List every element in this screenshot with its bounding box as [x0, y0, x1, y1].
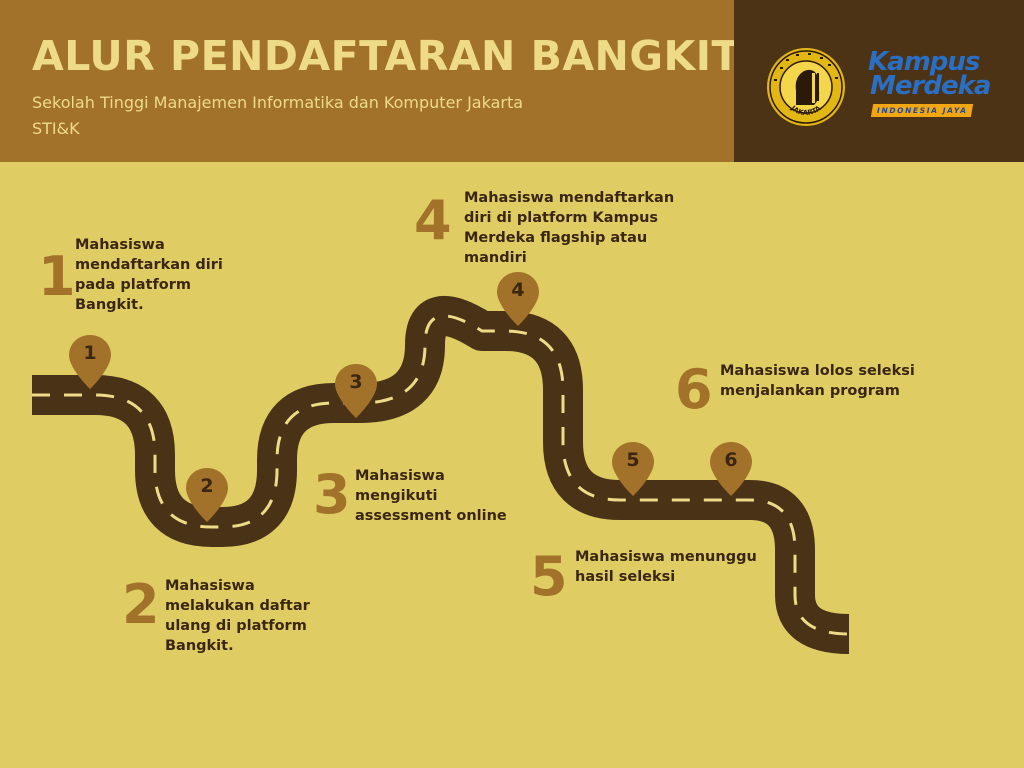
step-6-text: Mahasiswa lolos seleksi menjalankan prog…: [720, 363, 915, 399]
pin-number: 3: [349, 371, 363, 393]
header-banner: ALUR PENDAFTARAN BANGKIT Sekolah Tinggi …: [0, 0, 740, 162]
step-2-text: Mahasiswa melakukan daftar ulang di plat…: [165, 578, 310, 654]
map-pin-2: 2: [184, 466, 230, 522]
map-pin-icon: [497, 272, 539, 326]
map-pin-6: 6: [708, 440, 754, 496]
map-pin-icon: [69, 335, 111, 389]
map-pin-icon: [335, 364, 377, 418]
pin-number: 4: [511, 279, 525, 301]
map-pin-5: 5: [610, 440, 656, 496]
step-5-text: Mahasiswa menunggu hasil seleksi: [575, 549, 757, 585]
step-3-number: 3: [313, 463, 351, 526]
page-title: ALUR PENDAFTARAN BANGKIT: [32, 32, 741, 80]
pin-number: 2: [200, 475, 214, 497]
step-4-text: Mahasiswa mendaftarkan diri di platform …: [464, 190, 675, 266]
kampus-merdeka-logo: Kampus Merdeka INDONESIA JAYA: [868, 47, 1000, 117]
step-4-number: 4: [414, 189, 452, 252]
step-6-number: 6: [675, 358, 713, 421]
pin-number: 5: [626, 449, 640, 471]
map-pin-1: 1: [67, 333, 113, 389]
map-pin-icon: [186, 468, 228, 522]
km-logo-line2: Merdeka: [870, 71, 991, 101]
map-pin-4: 4: [495, 270, 541, 326]
road-center-line: [32, 314, 850, 636]
step-3-text: Mahasiswa mengikuti assessment online: [355, 468, 507, 524]
stik-seal-logo: JAKARTA: [767, 48, 845, 126]
step-1-text: Mahasiswa mendaftarkan diri pada platfor…: [75, 237, 223, 313]
page-subtitle: Sekolah Tinggi Manajemen Informatika dan…: [32, 93, 524, 138]
km-logo-line1: Kampus: [868, 47, 980, 77]
map-pin-icon: [612, 442, 654, 496]
step-5-number: 5: [530, 545, 568, 608]
pin-number: 6: [724, 449, 738, 471]
map-pin-icon: [710, 442, 752, 496]
step-2-number: 2: [122, 573, 160, 636]
pin-number: 1: [83, 342, 97, 364]
step-1-number: 1: [38, 245, 76, 308]
map-pin-3: 3: [333, 362, 379, 418]
